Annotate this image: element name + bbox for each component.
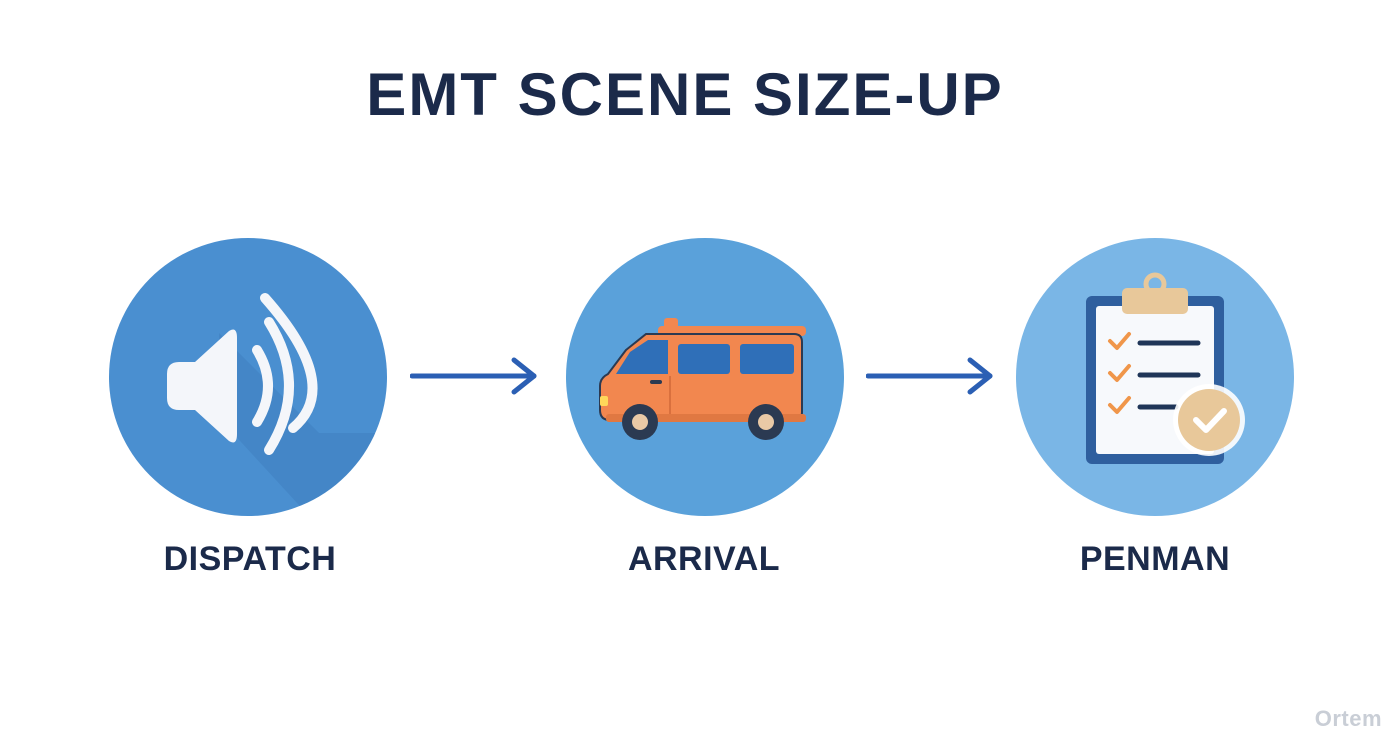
arrow-right-icon	[410, 357, 537, 395]
clipboard-checklist-icon	[1086, 272, 1245, 464]
arrival-circle	[566, 238, 844, 516]
speaker-icon	[167, 293, 387, 516]
arrow-right-icon	[866, 357, 993, 395]
watermark-logo: Ortem	[1314, 706, 1382, 731]
ambulance-van-icon	[599, 318, 806, 440]
penman-circle	[1016, 238, 1294, 516]
step-label-dispatch: DISPATCH	[163, 540, 337, 578]
step-label-arrival: ARRIVAL	[627, 540, 781, 578]
step-label-penman: PENMAN	[1079, 540, 1231, 578]
page-title: EMT SCENE SIZE-UP	[366, 61, 1004, 128]
dispatch-circle	[109, 238, 387, 516]
